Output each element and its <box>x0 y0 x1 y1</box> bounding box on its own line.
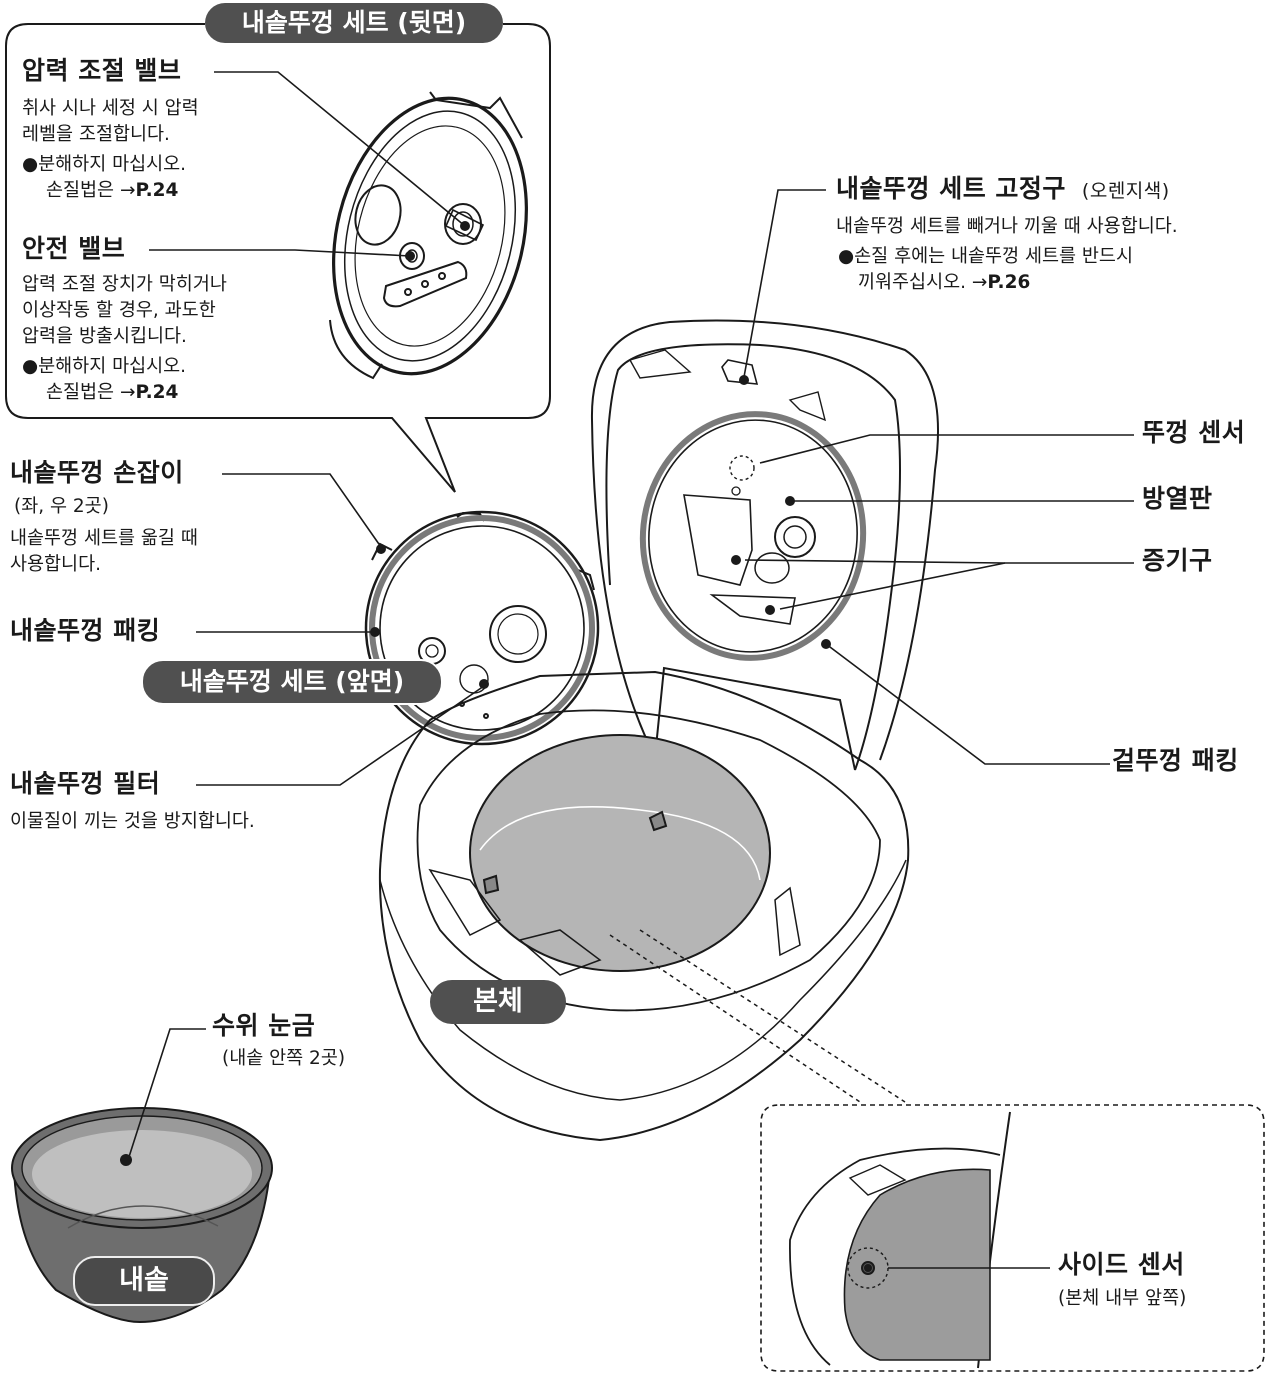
safety-valve-desc3: 압력을 방출시킵니다. <box>22 326 187 347</box>
side-sensor-inset <box>760 1104 1265 1372</box>
lid-filter-title: 내솥뚜껑 필터 <box>10 769 161 798</box>
safety-valve-note2-prefix: 손질법은 → <box>46 382 136 403</box>
lid-fixture-desc: 내솥뚜껑 세트를 빼거나 끼울 때 사용합니다. <box>836 216 1178 237</box>
lid-fixture-title: 내솥뚜껑 세트 고정구 (오렌지색) <box>836 174 1170 204</box>
safety-valve-title: 안전 밸브 <box>22 234 126 263</box>
side-sensor-title: 사이드 센서 <box>1058 1250 1185 1279</box>
cooker-drawing <box>378 319 939 1142</box>
lid-fixture-title-text: 내솥뚜껑 세트 고정구 <box>836 174 1066 203</box>
lid-fixture-page-ref: P.26 <box>987 272 1031 293</box>
lid-fixture-note1: ●손질 후에는 내솥뚜껑 세트를 반드시 <box>838 246 1133 267</box>
front-lid-set-pill: 내솥뚜껑 세트 (앞면) <box>141 659 443 705</box>
lid-filter-desc: 이물질이 끼는 것을 방지합니다. <box>10 811 255 832</box>
safety-valve-note1: ●분해하지 마십시오. <box>22 356 187 377</box>
lid-sensor-label: 뚜껑 센서 <box>1142 418 1246 447</box>
lid-fixture-color: (오렌지색) <box>1081 180 1170 202</box>
side-sensor-sub: (본체 내부 앞쪽) <box>1058 1288 1187 1309</box>
body-pill: 본체 <box>430 980 566 1024</box>
water-level-sub: (내솥 안쪽 2곳) <box>222 1048 346 1069</box>
water-level-title: 수위 눈금 <box>212 1011 316 1040</box>
safety-valve-page-ref: P.24 <box>135 382 179 403</box>
pressure-valve-page-ref: P.24 <box>135 180 179 201</box>
pressure-valve-note2-prefix: 손질법은 → <box>46 180 136 201</box>
safety-valve-desc2: 이상작동 할 경우, 과도한 <box>22 300 216 321</box>
safety-valve-desc1: 압력 조절 장치가 막히거나 <box>22 274 227 295</box>
pressure-valve-desc1: 취사 시나 세정 시 압력 <box>22 98 199 119</box>
pressure-valve-note2: 손질법은 →P.24 <box>46 180 178 202</box>
lid-fixture-note2-prefix: 끼워주십시오. → <box>858 272 988 293</box>
lid-handle-desc1: 내솥뚜껑 세트를 옮길 때 <box>10 528 198 549</box>
back-lid-set-pill: 내솥뚜껑 세트 (뒷면) <box>205 3 503 43</box>
back-lid-drawing <box>329 91 528 380</box>
inner-pot-pill: 내솥 <box>73 1256 215 1306</box>
lid-fixture-note2: 끼워주십시오. →P.26 <box>858 272 1030 294</box>
lid-packing-title: 내솥뚜껑 패킹 <box>10 616 161 645</box>
front-lid-drawing <box>364 510 600 746</box>
back-panel-frame <box>5 23 551 493</box>
safety-valve-note2: 손질법은 →P.24 <box>46 382 178 404</box>
heat-plate-label: 방열판 <box>1142 484 1213 513</box>
outer-packing-label: 겉뚜껑 패킹 <box>1112 746 1239 775</box>
lid-handle-sub: (좌, 우 2곳) <box>14 496 109 517</box>
lid-handle-title: 내솥뚜껑 손잡이 <box>10 458 184 487</box>
lid-handle-desc2: 사용합니다. <box>10 554 101 575</box>
pressure-valve-note1: ●분해하지 마십시오. <box>22 154 187 175</box>
pressure-valve-title: 압력 조절 밸브 <box>22 56 182 85</box>
leader-lines <box>127 71 1134 1269</box>
pressure-valve-desc2: 레벨을 조절합니다. <box>22 124 170 145</box>
steam-vent-label: 증기구 <box>1142 546 1213 575</box>
